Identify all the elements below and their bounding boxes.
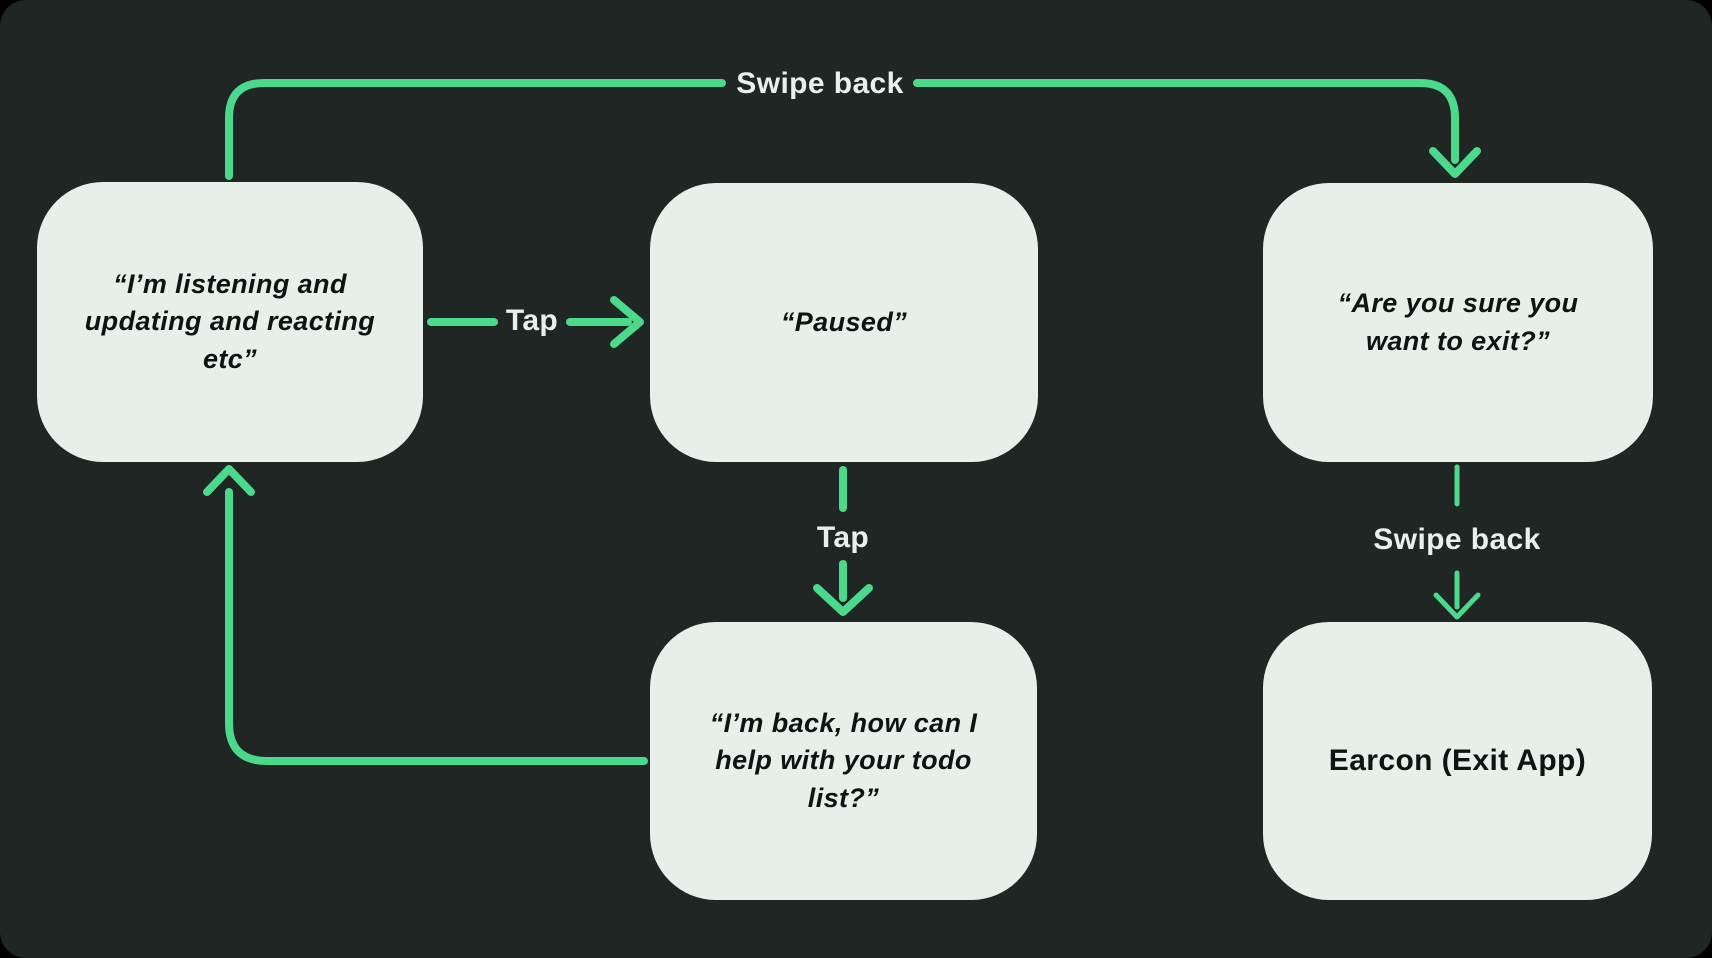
node-earcon-exit-app: Earcon (Exit App): [1263, 622, 1652, 900]
arrowhead-up-icon: [203, 465, 255, 496]
arrowhead-down-icon: [813, 584, 873, 616]
edge-label-swipe-back-right: Swipe back: [1373, 523, 1541, 556]
arrowhead-down-icon: [1429, 147, 1481, 178]
edge-tap-horizontal: [427, 296, 644, 348]
edge-label-tap-horizontal: Tap: [505, 304, 559, 337]
node-listening-text: “I’m listening and updating and reacting…: [84, 269, 376, 374]
node-confirm-exit-text: “Are you sure you want to exit?”: [1337, 288, 1579, 356]
edge-label-tap-vertical: Tap: [816, 521, 870, 554]
node-back-text: “I’m back, how can I help with your todo…: [709, 708, 978, 813]
edge-label-swipe-back-top: Swipe back: [736, 67, 904, 100]
node-paused-state: “Paused”: [650, 183, 1038, 462]
arrowhead-right-icon: [610, 296, 644, 348]
node-paused-text: “Paused”: [780, 306, 908, 337]
edge-tap-vertical: [813, 466, 873, 616]
node-confirm-exit-state: “Are you sure you want to exit?”: [1263, 183, 1653, 462]
node-listening-state: “I’m listening and updating and reacting…: [37, 182, 423, 462]
node-back-state: “I’m back, how can I help with your todo…: [650, 622, 1037, 900]
edge-swipe-back-right: [1433, 464, 1481, 620]
arrowhead-down-icon: [1433, 592, 1481, 620]
node-earcon-text: Earcon (Exit App): [1328, 744, 1587, 778]
edge-loop-return: [203, 465, 648, 765]
edge-swipe-back-top: [225, 79, 1481, 180]
